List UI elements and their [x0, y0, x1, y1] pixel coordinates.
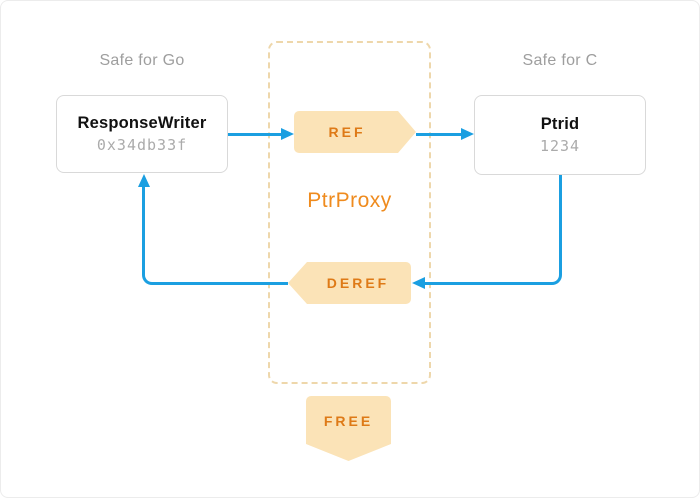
node-responsewriter-value: 0x34db33f	[96, 136, 188, 154]
node-ptrid: Ptrid 1234	[474, 95, 646, 175]
ref-label: REF	[328, 124, 366, 140]
arrowhead-up-icon	[138, 174, 150, 187]
zone-label-go: Safe for Go	[99, 52, 185, 69]
arrowhead-left-icon	[412, 277, 425, 289]
ptrproxy-container: PtrProxy	[268, 41, 431, 384]
free-label: FREE	[323, 413, 374, 429]
connector-ptrid-to-deref	[423, 175, 562, 285]
ptrproxy-label: PtrProxy	[307, 189, 392, 212]
node-ptrid-title: Ptrid	[540, 115, 580, 133]
arrowhead-right-icon	[461, 128, 474, 140]
free-arrow-shape: FREE	[306, 396, 391, 461]
node-responsewriter-title: ResponseWriter	[77, 114, 207, 132]
deref-arrow-shape: DEREF	[288, 262, 411, 304]
node-responsewriter: ResponseWriter 0x34db33f	[56, 95, 228, 173]
connector-go-to-ref	[228, 132, 283, 136]
zone-label-c: Safe for C	[522, 52, 598, 69]
ref-arrow-shape: REF	[294, 111, 416, 153]
connector-deref-to-go	[142, 185, 288, 285]
connector-ref-to-ptrid	[416, 132, 463, 136]
arrowhead-right-icon	[281, 128, 294, 140]
deref-label: DEREF	[326, 275, 390, 291]
node-ptrid-value: 1234	[539, 137, 581, 155]
